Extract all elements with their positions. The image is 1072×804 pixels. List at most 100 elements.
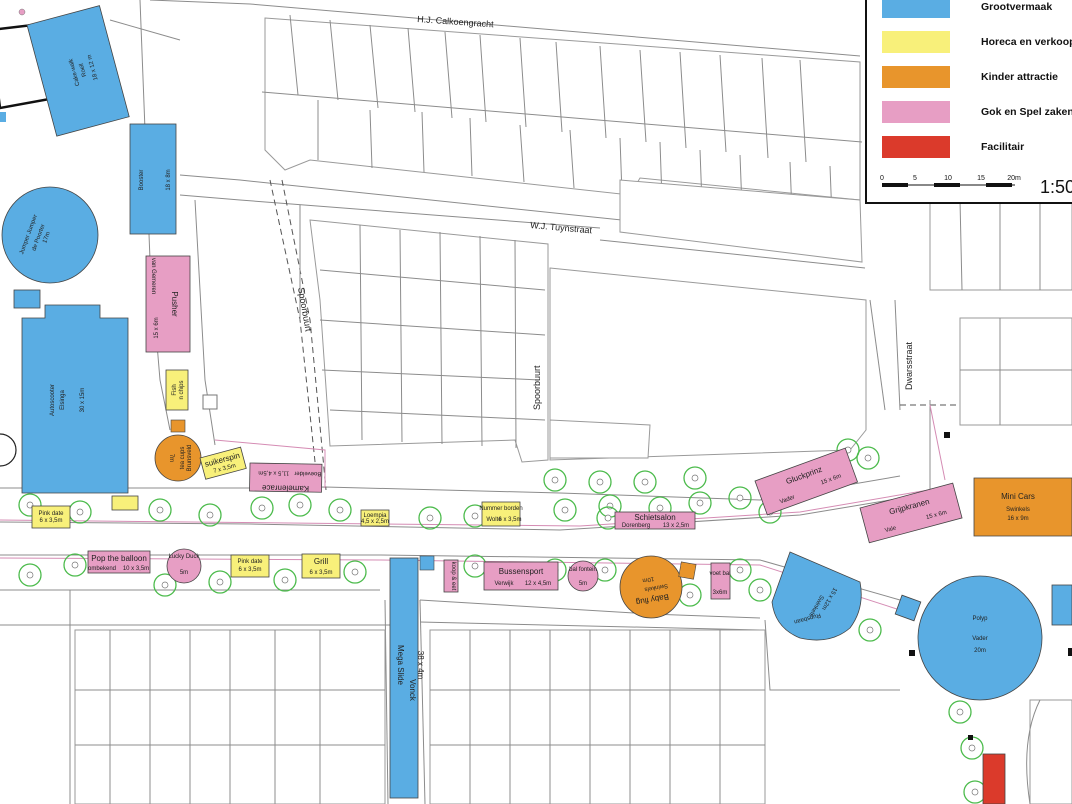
- koop-name: koop & eet: [450, 562, 456, 591]
- bussensport-name: Bussensport: [499, 567, 544, 576]
- attraction-megaslide[interactable]: Mega Slide Vonck 38 x 4m: [389, 557, 425, 799]
- small-blue-unit[interactable]: [13, 289, 41, 309]
- booster-dim: 18 x 8m: [166, 169, 172, 190]
- attraction-pusher[interactable]: van Gemeren Pusher 15 x 6m: [145, 255, 191, 353]
- tree-trunk: [756, 586, 764, 594]
- tree-trunk: [864, 454, 872, 462]
- attraction-autoscooter[interactable]: Autoscooter Elsinga 30 x 15m: [21, 304, 129, 494]
- minicars-dim: 16 x 9m: [1007, 516, 1028, 522]
- tree-icon: [288, 493, 312, 517]
- tree-trunk: [604, 514, 612, 522]
- blue-edge-unit[interactable]: [1051, 584, 1072, 626]
- tree-trunk: [736, 566, 744, 574]
- attraction-luckyduck[interactable]: Lucky Duck 5m: [166, 548, 202, 584]
- small-blue-square[interactable]: [894, 594, 922, 622]
- attraction-pinkdate-bottom[interactable]: Pink date 6 x 3,5m: [230, 554, 270, 578]
- booster-name: Booster: [139, 170, 145, 191]
- nummerborden-dim: 6 x 3,5m: [498, 517, 521, 523]
- tree-trunk: [206, 511, 214, 519]
- pinkdate-bottom-dim: 6 x 3,5m: [238, 567, 261, 573]
- legend-label: Facilitair: [981, 141, 1024, 153]
- tree-trunk: [296, 501, 304, 509]
- legend-swatch: [882, 136, 950, 158]
- tree-icon: [343, 560, 367, 584]
- jumper-dim: 17m: [42, 231, 52, 244]
- tree-trunk: [601, 566, 609, 574]
- facilitair-unit[interactable]: [982, 753, 1006, 804]
- attraction-nummerborden[interactable]: Nummer borden Wolte 6 x 3,5m: [479, 501, 523, 527]
- attraction-gluckprinz[interactable]: Gluckprinz Vader 15 x 6m: [754, 447, 859, 516]
- tree-icon: [683, 466, 707, 490]
- polyp-sub: Vader: [972, 636, 988, 642]
- legend-swatch: [882, 31, 950, 53]
- tree-icon: [63, 553, 87, 577]
- attraction-booster[interactable]: Booster 18 x 8m: [129, 123, 177, 235]
- attraction-minicars[interactable]: Mini Cars Swinkels 16 x 9m: [973, 477, 1072, 537]
- attraction-babyflug[interactable]: 10m Swinkels Baby flug: [619, 555, 683, 619]
- attraction-pinkdate-top[interactable]: Pink date 6 x 3,5m: [31, 505, 71, 529]
- tree-trunk: [471, 512, 479, 520]
- attraction-voetbal[interactable]: voet bal 3x6m: [709, 562, 731, 600]
- attraction-kamelenrace[interactable]: 11,5 x 4,5m Boevelder Kamelenrace: [249, 462, 323, 493]
- marker-square: [1068, 648, 1072, 656]
- attraction-jumper[interactable]: Jumper Jumper de Poorter 17m: [1, 186, 99, 284]
- attraction-grill[interactable]: Grill 6 x 3,5m: [301, 553, 341, 579]
- attraction-schietsalon[interactable]: Schietsalon Dorenberg 13 x 2,5m: [614, 511, 696, 530]
- bussensport-sub: Verwijk: [494, 581, 514, 587]
- attraction-koop[interactable]: koop & eet: [443, 559, 459, 593]
- schietsalon-sub: Dorenberg: [622, 523, 650, 529]
- marker-square: [909, 650, 915, 656]
- loempia-name: Loempia: [363, 513, 387, 519]
- tree-trunk: [968, 744, 976, 752]
- tree-trunk: [156, 506, 164, 514]
- tree-trunk: [691, 474, 699, 482]
- tree-icon: [858, 618, 882, 642]
- legend-swatch: [882, 0, 950, 18]
- tree-icon: [273, 568, 297, 592]
- attraction-suikerspin[interactable]: suikerspin 7 x 3,5m: [199, 446, 247, 480]
- kamelenrace-dim: 11,5 x 4,5m: [258, 469, 289, 476]
- tree-icon: [856, 446, 880, 470]
- small-yellow-stand[interactable]: [111, 495, 139, 511]
- attraction-popballoon[interactable]: Pop the balloon ombekend 10 x 3,5m: [87, 550, 151, 574]
- tree-trunk: [471, 562, 479, 570]
- tree-trunk: [76, 508, 84, 516]
- tree-icon: [948, 700, 972, 724]
- voetbal-dim: 3x6m: [713, 590, 728, 596]
- small-orange-box[interactable]: [678, 561, 697, 580]
- tree-icon: [553, 498, 577, 522]
- attraction-grijpkranen[interactable]: Grijpkranen Vale 15 x 6m: [859, 482, 963, 544]
- attraction-bussensport[interactable]: Bussensport Verwijk 12 x 4,5m: [483, 561, 559, 591]
- street-tuynstraat: W.J. Tuynstraat: [530, 220, 593, 235]
- attraction-teacups[interactable]: tea cups Brunsveld 7m: [154, 434, 202, 482]
- tree-icon: [748, 578, 772, 602]
- megaslide-sub: Vonck: [408, 679, 417, 702]
- tree-trunk: [596, 478, 604, 486]
- gluckprinz-sub: Vader: [779, 495, 796, 506]
- tree-trunk: [696, 499, 704, 507]
- pinkdate-top-name: Pink date: [38, 511, 64, 517]
- autoscooter-dim: 30 x 15m: [80, 388, 86, 413]
- attraction-polyp[interactable]: Polyp Vader 20m: [917, 575, 1043, 701]
- attraction-rupsbaan[interactable]: 15 x 12m Swinkels Rupsbaan: [771, 551, 862, 641]
- attraction-loempia[interactable]: Loempia 4,5 x 2,5m: [360, 509, 390, 527]
- small-orange-unit[interactable]: [170, 419, 186, 433]
- tree-icon: [328, 498, 352, 522]
- teacups-name: tea cups: [180, 447, 186, 470]
- street-spoorbuurt-east: Spoorbuurt: [532, 365, 542, 410]
- marker-square: [944, 432, 950, 438]
- legend-swatch: [882, 66, 950, 88]
- kamelenrace-name: Kamelenrace: [261, 483, 309, 493]
- balfontein-name: bal fontein: [569, 567, 597, 573]
- small-blue-box[interactable]: [419, 555, 435, 571]
- tree-icon: [728, 486, 752, 510]
- nummerborden-sub: Wolte: [486, 517, 502, 523]
- attraction-cakewalk[interactable]: Cake-walk Roell 18 x 12 m: [26, 5, 130, 137]
- attraction-fish[interactable]: Fish n chips: [165, 369, 189, 411]
- teacups-dim: 7m: [168, 454, 174, 462]
- nummerborden-name: Nummer borden: [479, 506, 522, 512]
- attraction-balfontein[interactable]: bal fontein 5m: [567, 560, 599, 592]
- legend-label: Kinder attractie: [981, 71, 1058, 83]
